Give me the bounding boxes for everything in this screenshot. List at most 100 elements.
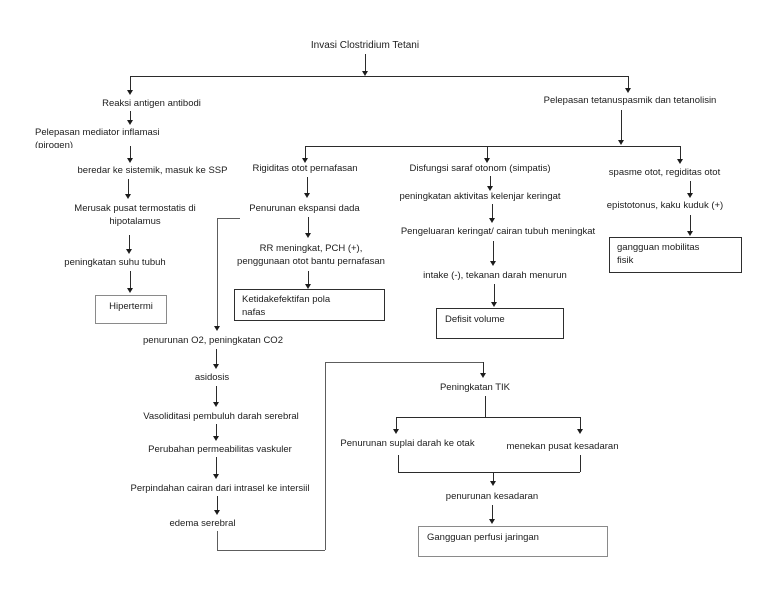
connector: [398, 455, 399, 472]
box-defisit-volume: Defisit volume: [436, 308, 564, 339]
arrowhead: [213, 436, 219, 441]
connector: [628, 76, 629, 88]
node-penurunan-kesadaran: penurunan kesadaran: [445, 491, 539, 502]
arrowhead: [304, 193, 310, 198]
connector: [580, 417, 581, 429]
arrowhead: [126, 249, 132, 254]
node-reaksi-antigen: Reaksi antigen antibodi: [102, 98, 201, 109]
connector: [130, 76, 131, 90]
arrowhead: [305, 284, 311, 289]
node-pelepasan-mediator: Pelepasan mediator inflamasi (pirogen): [35, 126, 225, 148]
arrowhead: [362, 71, 368, 76]
connector: [216, 349, 217, 364]
node-aktivitas-kelenjar: peningkatan aktivitas kelenjar keringat: [399, 191, 561, 202]
arrowhead: [490, 481, 496, 486]
connector: [308, 217, 309, 233]
arrowhead: [490, 261, 496, 266]
connector: [130, 111, 131, 120]
connector: [128, 179, 129, 194]
connector: [398, 472, 580, 473]
box-gangguan-mobilitas: gangguan mobilitas fisik: [609, 237, 742, 273]
connector: [130, 76, 629, 77]
arrowhead: [618, 140, 624, 145]
connector: [307, 177, 308, 193]
arrowhead: [127, 90, 133, 95]
connector: [492, 204, 493, 218]
node-pelepasan-tetanus: Pelepasan tetanuspasmik dan tetanolisin: [543, 95, 717, 106]
node-edema-serebral: edema serebral: [169, 518, 236, 529]
connector: [305, 146, 680, 147]
arrowhead: [489, 218, 495, 223]
arrowhead: [305, 233, 311, 238]
node-spasme-otot: spasme otot, regiditas otot: [608, 167, 721, 178]
connector: [396, 417, 580, 418]
arrowhead: [125, 194, 131, 199]
arrowhead: [625, 88, 631, 93]
node-pelepasan-mediator-line2: (pirogen): [35, 140, 74, 148]
connector: [680, 146, 681, 159]
arrowhead: [491, 302, 497, 307]
node-perubahan-permeabilitas: Perubahan permeabilitas vaskuler: [148, 444, 292, 455]
connector: [580, 455, 581, 472]
node-intake-tekanan: intake (-), tekanan darah menurun: [423, 270, 567, 281]
connector-elbow: [217, 218, 218, 326]
node-perpindahan-cairan: Perpindahan cairan dari intrasel ke inte…: [130, 483, 310, 494]
connector: [483, 362, 484, 373]
connector-elbow: [217, 218, 240, 219]
arrowhead: [577, 429, 583, 434]
node-peningkatan-suhu: peningkatan suhu tubuh: [64, 257, 166, 268]
connector-elbow: [325, 362, 326, 550]
connector: [216, 424, 217, 436]
connector: [365, 54, 366, 71]
connector: [493, 241, 494, 261]
arrowhead: [127, 158, 133, 163]
connector: [129, 235, 130, 249]
node-pelepasan-mediator-line1: Pelepasan mediator inflamasi: [35, 127, 160, 138]
node-vasoliditasi: Vasoliditasi pembuluh darah serebral: [143, 411, 299, 422]
arrowhead: [484, 158, 490, 163]
node-merusak-termostatis: Merusak pusat termostatis di hipotalamus: [74, 203, 196, 227]
box-hipertermi: Hipertermi: [95, 295, 167, 324]
node-invasi-root: Invasi Clostridium Tetani: [310, 40, 420, 51]
arrowhead: [687, 193, 693, 198]
connector: [130, 146, 131, 158]
node-rr-meningkat: RR meningkat, PCH (+), penggunaan otot b…: [237, 243, 385, 267]
arrowhead: [677, 159, 683, 164]
arrowhead: [127, 288, 133, 293]
node-asidosis: asidosis: [194, 372, 230, 383]
arrowhead: [127, 120, 133, 125]
arrowhead: [687, 231, 693, 236]
arrowhead: [393, 429, 399, 434]
node-penurunan-suplai: Penurunan suplai darah ke otak: [340, 438, 475, 449]
node-beredar-sistemik: beredar ke sistemik, masuk ke SSP: [77, 165, 228, 176]
arrowhead: [213, 364, 219, 369]
connector: [216, 457, 217, 474]
arrowhead: [214, 326, 220, 331]
connector: [130, 271, 131, 288]
connector: [690, 215, 691, 231]
arrowhead: [214, 510, 220, 515]
arrowhead: [480, 373, 486, 378]
connector: [494, 284, 495, 302]
connector-elbow: [325, 362, 483, 363]
connector: [493, 472, 494, 481]
connector: [396, 417, 397, 429]
arrowhead: [487, 186, 493, 191]
node-penurunan-o2: penurunan O2, peningkatan CO2: [143, 335, 283, 346]
connector: [621, 110, 622, 140]
node-penurunan-ekspansi: Penurunan ekspansi dada: [249, 203, 360, 214]
connector-elbow: [217, 550, 325, 551]
connector: [487, 146, 488, 158]
connector: [492, 505, 493, 519]
box-ketidakefektifan-pola-nafas: Ketidakefektifan pola nafas: [234, 289, 385, 321]
box-gangguan-perfusi: Gangguan perfusi jaringan: [418, 526, 608, 557]
arrowhead: [489, 519, 495, 524]
node-pengeluaran-keringat: Pengeluaran keringat/ cairan tubuh menin…: [400, 226, 596, 237]
arrowhead: [213, 474, 219, 479]
node-peningkatan-tik: Peningkatan TIK: [439, 382, 511, 393]
node-epistotonus: epistotonus, kaku kuduk (+): [606, 200, 724, 211]
node-menekan-pusat: menekan pusat kesadaran: [506, 441, 619, 452]
arrowhead: [213, 402, 219, 407]
connector: [490, 176, 491, 186]
